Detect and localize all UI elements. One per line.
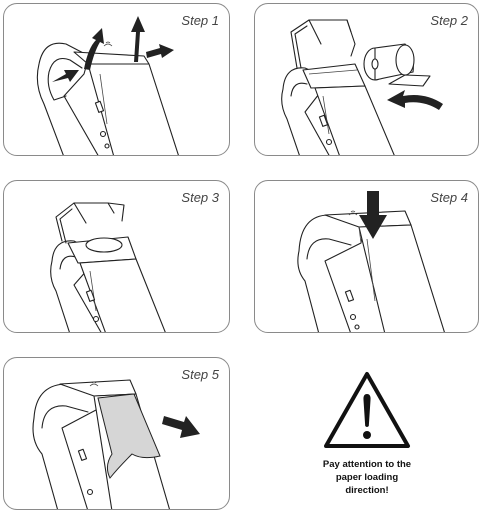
- warning-line-1: Pay attention to the: [322, 459, 412, 470]
- warning-text: Pay attention to the paper loading direc…: [300, 458, 434, 497]
- step-4-panel: Step 4: [254, 180, 479, 333]
- step-4-label: Step 4: [430, 190, 468, 205]
- warning-triangle-icon: [324, 372, 410, 448]
- step-2-label: Step 2: [430, 13, 468, 28]
- warning-line-3: direction!: [345, 485, 389, 496]
- step-5-panel: Step 5: [3, 357, 230, 510]
- step-1-illustration: [36, 16, 179, 155]
- warning-line-2: paper loading: [335, 472, 399, 483]
- step-4-illustration: [297, 191, 445, 332]
- step-5-label: Step 5: [181, 367, 219, 382]
- step-3-label: Step 3: [181, 190, 219, 205]
- step-2-panel: Step 2: [254, 3, 479, 156]
- step-1-label: Step 1: [181, 13, 219, 28]
- step-1-panel: Step 1: [3, 3, 230, 156]
- step-2-illustration: [281, 19, 443, 155]
- warning-notice: Pay attention to the paper loading direc…: [300, 370, 434, 505]
- step-3-illustration: [50, 202, 166, 332]
- step-5-illustration: [32, 379, 200, 509]
- step-3-panel: Step 3: [3, 180, 230, 333]
